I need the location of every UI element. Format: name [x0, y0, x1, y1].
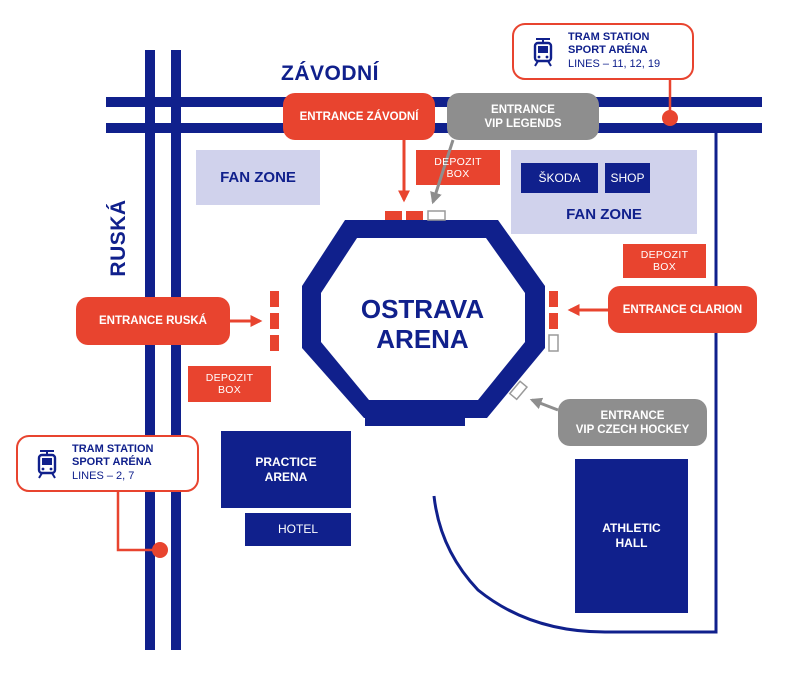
tram-station-north: TRAM STATION SPORT ARÉNA LINES – 11, 12,… [512, 23, 694, 80]
arena-gate-vip-czech-hockey [508, 380, 529, 401]
athletic-hall-building [575, 459, 688, 613]
arrow-icon [430, 139, 455, 205]
entrance-ruska-label: ENTRANCE RUSKÁ [99, 315, 207, 327]
depozit-box-left-area [188, 366, 271, 402]
skoda-label: ŠKODA [538, 170, 581, 185]
depozit-box-right-label: DEPOZIT BOX [640, 249, 689, 273]
entrance-zavodni-label: ENTRANCE ZÁVODNÍ [299, 110, 419, 123]
arena-gates-top [385, 210, 446, 221]
entrance-vip-czech-hockey-label: ENTRANCE VIP CZECH HOCKEY [575, 409, 690, 436]
tram-west-connector [116, 492, 160, 552]
fan-zone-left-area [196, 150, 320, 205]
skoda-area [521, 163, 598, 193]
entrance-clarion-pill [608, 286, 757, 333]
tram-north-title: TRAM STATION SPORT ARÉNA [568, 31, 650, 56]
practice-arena-label: PRACTICE ARENA [255, 454, 317, 484]
shop-area [605, 163, 650, 193]
depozit-box-top-area [416, 150, 500, 185]
arena-gates-right [548, 291, 559, 352]
entrance-vip-legends-label: ENTRANCE VIP LEGENDS [484, 103, 562, 130]
site-boundary [432, 133, 718, 634]
arrow-icon [529, 397, 559, 412]
arena-label-line2: ARENA [376, 324, 469, 354]
fan-zone-right-label: FAN ZONE [566, 205, 642, 223]
hotel-label: HOTEL [277, 522, 318, 536]
entrance-vip-czech-hockey-pill [558, 399, 707, 446]
tram-stop-marker-icon [152, 542, 168, 558]
street-label-ruska: RUSKÁ [107, 199, 130, 277]
tram-station-west: TRAM STATION SPORT ARÉNA LINES – 2, 7 [16, 435, 199, 492]
tram-north-lines: LINES – 11, 12, 19 [568, 58, 661, 70]
arena-gates-left [270, 291, 279, 351]
athletic-hall-label: ATHLETIC HALL [602, 521, 661, 550]
practice-arena-building [221, 431, 351, 508]
street-label-zavodni: ZÁVODNÍ [281, 62, 379, 85]
tram-west-title: TRAM STATION SPORT ARÉNA [72, 443, 154, 468]
entrance-zavodni-pill [283, 93, 435, 140]
depozit-box-left-label: DEPOZIT BOX [205, 372, 254, 396]
entrance-ruska-pill [76, 297, 230, 345]
tram-icon [533, 38, 553, 67]
arena-label-line1: OSTRAVA [360, 294, 485, 324]
tram-west-lines: LINES – 2, 7 [72, 470, 135, 482]
hotel-building [245, 513, 351, 546]
entrance-vip-legends-pill [447, 93, 599, 140]
shop-label: SHOP [610, 170, 645, 185]
street-ruska-tracks [145, 50, 181, 650]
tram-stop-marker-icon [662, 110, 678, 126]
tram-icon [37, 450, 57, 479]
fan-zone-left-label: FAN ZONE [220, 169, 296, 186]
depozit-box-right-area [623, 244, 706, 278]
depozit-box-top-label: DEPOZIT BOX [434, 155, 482, 180]
entrance-clarion-label: ENTRANCE CLARION [622, 303, 743, 316]
arena-building [302, 220, 545, 426]
